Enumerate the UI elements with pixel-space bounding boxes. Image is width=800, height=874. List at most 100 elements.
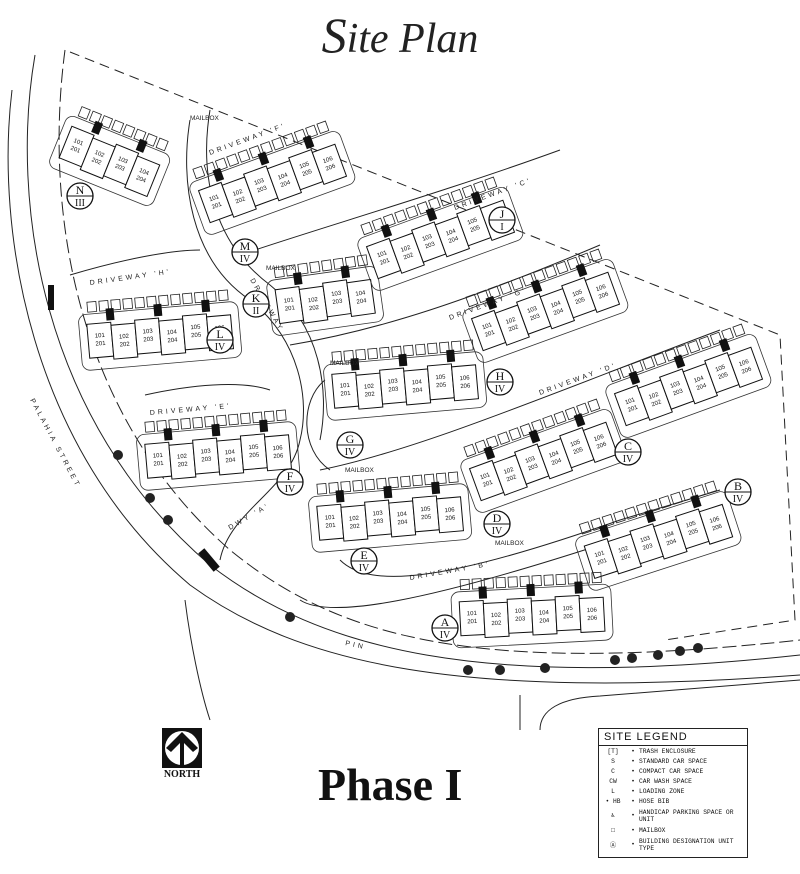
building-designation-marker[interactable]: GIV [336,431,364,459]
unit-number: 204 [225,457,236,464]
parking-space [248,145,262,159]
building-designation-marker[interactable]: EIV [350,547,378,575]
stair-icon [340,265,351,279]
parking-space [170,293,181,306]
parking-space [388,476,399,489]
unit-number: 205 [301,169,313,178]
parking-space [676,344,689,358]
legend-bullet: • [631,797,635,805]
legend-bullet: • [631,757,635,765]
parking-space [122,124,136,138]
unit-type: IV [495,384,506,395]
unit-number: 101 [95,333,106,340]
parking-space [344,256,357,269]
parking-space [367,347,379,360]
unit-number: 103 [331,291,342,298]
parking-space [427,342,438,355]
tree-icon [693,643,703,653]
unit-number: 105 [685,520,697,529]
unit-number: 201 [484,330,496,339]
parking-space [555,260,569,275]
tree-icon [540,663,550,673]
parking-space [321,259,333,272]
parking-space [158,294,169,307]
unit-number: 201 [95,341,106,348]
parking-space [134,296,145,309]
building-designation-marker[interactable]: LIV [206,326,234,354]
unit-number: 202 [119,342,130,349]
unit-number: 104 [355,290,366,297]
tree-icon [285,612,295,622]
parking-space [194,291,205,304]
parking-space [487,285,501,299]
unit-number: 206 [741,366,753,375]
stair-icon [91,120,104,135]
stair-icon [598,524,611,538]
parking-space [285,264,297,277]
stair-icon [690,494,702,509]
legend-item: □•Mailbox [599,825,747,835]
building-designation-marker[interactable]: HIV [486,368,514,396]
unit-number: 204 [551,458,563,467]
street-crosswalk [48,285,54,310]
parking-space [533,269,546,283]
parking-space [553,410,567,425]
unit-number: 104 [412,379,423,386]
building-designation-marker[interactable]: DIV [483,510,511,538]
parking-space [428,197,441,211]
unit-number: 104 [225,449,236,456]
unit-number: 202 [403,252,415,261]
unit-number: 204 [356,298,367,305]
legend-label: Handicap Parking Space or Unit [639,808,734,823]
unit-number: 203 [424,241,436,250]
unit-number: 206 [712,524,724,533]
unit-number: 206 [325,163,337,172]
parking-space [275,409,287,422]
parking-space [122,297,134,310]
parking-space [424,473,435,486]
building-designation-marker[interactable]: CIV [614,438,642,466]
stair-icon [292,272,303,286]
unit-number: 203 [143,337,154,344]
parking-space [99,115,114,129]
building-designation-marker[interactable]: MIV [231,238,259,266]
unit-type: IV [440,630,451,641]
unit-number: 102 [648,392,660,401]
unit-number: 205 [469,225,481,234]
building-designation-marker[interactable]: KII [242,290,270,318]
parking-space [698,335,712,350]
building-designation-marker[interactable]: FIV [276,468,304,496]
building-designation-marker[interactable]: AIV [431,614,459,642]
parking-space [168,418,180,431]
building-letter: K [252,291,261,305]
parking-space [237,149,251,163]
unit-number: 103 [372,511,383,518]
unit-number: 204 [397,519,408,526]
unit-type: II [253,306,260,317]
parking-space [146,295,157,308]
unit-number: 202 [364,392,375,399]
mailbox-label: MAILBOX [330,360,360,367]
parking-space [360,221,374,236]
building-designation-marker[interactable]: BIV [724,478,752,506]
building-designation-marker[interactable]: JI [488,206,516,234]
parking-space [133,128,147,143]
parking-space [721,327,735,342]
unit-number: 103 [387,379,398,386]
legend-bullet: • [631,812,635,819]
parking-space [630,360,644,374]
parking-space [331,351,343,363]
unit-number: 106 [272,445,283,452]
